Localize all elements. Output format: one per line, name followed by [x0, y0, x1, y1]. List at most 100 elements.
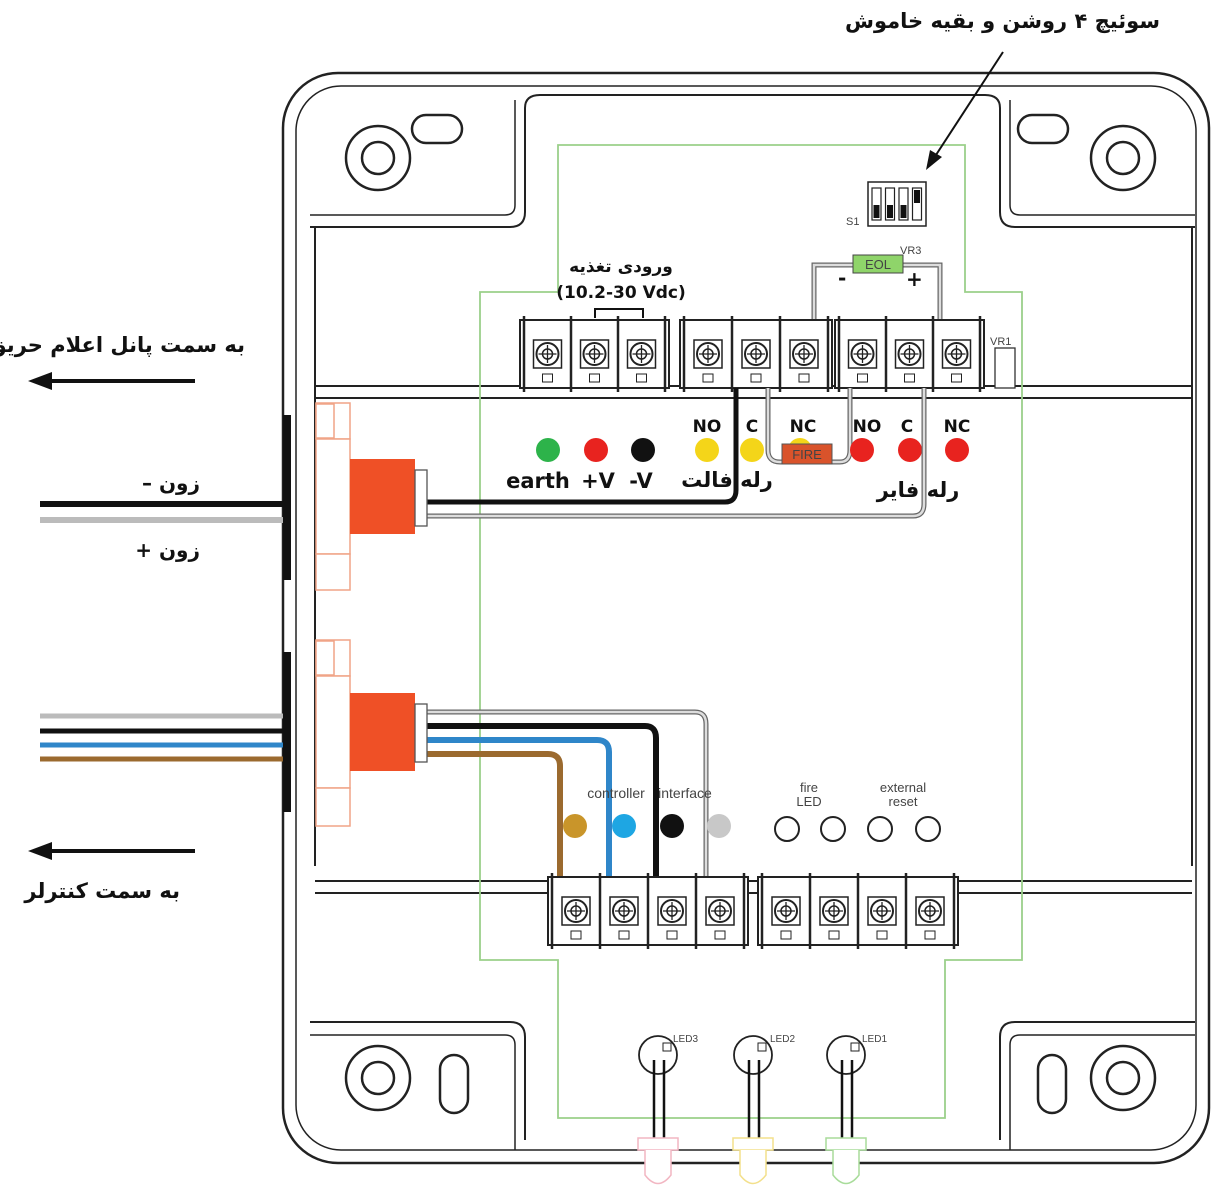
power-terminal-block	[519, 316, 670, 392]
hollow-dot-1	[774, 816, 800, 842]
vr1-label: VR1	[990, 336, 1011, 348]
power-input-title: ورودی تغذیه	[569, 257, 673, 277]
led3	[637, 1035, 679, 1185]
led2-lens	[739, 1150, 767, 1185]
led1-label: LED1	[862, 1034, 887, 1045]
screw-boss-bottom-right	[1089, 1044, 1157, 1112]
fire-relay-terminal-block	[834, 316, 985, 392]
to-controller-arrowhead	[28, 842, 52, 860]
controller-label: controller	[587, 785, 645, 801]
fire-led-label-1: fire	[800, 780, 818, 795]
led1-base	[825, 1137, 867, 1151]
eol-minus-label: -	[838, 266, 846, 290]
slot-bottom-right	[1036, 1053, 1068, 1115]
fire-resistor-label: FIRE	[792, 447, 822, 462]
dip-switch-4	[911, 187, 923, 221]
controller-connector	[350, 693, 415, 771]
fire-c-label: C	[901, 417, 913, 437]
fire-nc-label: NC	[944, 417, 971, 437]
fire-relay-label: رله فایر	[876, 478, 960, 502]
s1-label: S1	[846, 216, 859, 228]
enclosure-outer	[281, 71, 1211, 1165]
fault-relay-terminal-block	[679, 316, 833, 392]
enclosure-bottom-rim-inner	[310, 1034, 1195, 1150]
switch-note: سوئیچ ۴ روشن و بقیه خاموش	[845, 9, 1160, 33]
upper-led-dots	[536, 438, 969, 462]
led2-body	[733, 1035, 773, 1075]
controller-dot-2	[612, 814, 636, 838]
pcb-outline	[479, 144, 1023, 1119]
screw-hole-bottom-right	[1105, 1060, 1141, 1096]
led3-lens	[644, 1150, 672, 1185]
led2-base	[732, 1137, 774, 1151]
enclosure-side-walls	[314, 228, 1193, 866]
vr1-component	[994, 347, 1016, 389]
ctrl-black-wire	[425, 723, 659, 885]
dip-switch-s1: S1	[846, 181, 927, 228]
fault-relay-label: رله فالت	[681, 468, 773, 492]
controller-connector-assembly	[40, 639, 709, 885]
led3-base	[637, 1137, 679, 1151]
controller-terminal-block	[547, 873, 749, 949]
fault-no-dot	[695, 438, 719, 462]
enclosure-outer-inner	[295, 85, 1197, 1151]
led2	[732, 1035, 774, 1185]
slot-top-right	[1016, 113, 1070, 145]
status-leds	[637, 1035, 867, 1185]
switch-note-arrow	[926, 51, 1004, 170]
screw-hole-top-left	[360, 140, 396, 176]
eol-label: EOL	[865, 257, 891, 272]
external-reset-label-2: reset	[889, 794, 918, 809]
enclosure-top-rim	[310, 94, 1195, 228]
screw-boss-top-left	[344, 124, 412, 192]
enclosure-bottom-rim	[310, 1021, 1195, 1140]
screw-boss-top-right	[1089, 124, 1157, 192]
minus-v-dot	[631, 438, 655, 462]
top-terminal-blocks	[519, 316, 985, 392]
fault-c-label: C	[746, 417, 758, 437]
fire-c-dot	[898, 438, 922, 462]
fire-nc-dot	[945, 438, 969, 462]
left-labels: به سمت پانل اعلام حریق – زون + زون به سم…	[0, 333, 245, 903]
eol-plus-label: +	[906, 267, 923, 291]
to-fire-panel-label: به سمت پانل اعلام حریق	[0, 333, 245, 357]
screw-hole-top-right	[1105, 140, 1141, 176]
fire-resistor	[781, 443, 833, 465]
zone-connector	[350, 459, 415, 534]
fire-led-label-2: LED	[796, 794, 821, 809]
power-input-range: (10.2-30 Vdc)	[556, 283, 686, 303]
ctrl-blue-wire	[425, 737, 612, 885]
zone-black-wire	[425, 388, 739, 505]
enclosure	[281, 71, 1211, 1165]
interface-dot-2	[707, 814, 731, 838]
controller-gland-bar	[283, 652, 291, 812]
controller-dot-1	[563, 814, 587, 838]
interface-label: interface	[658, 785, 712, 801]
enclosure-top-rim-inner	[310, 100, 1195, 216]
zone-gland-bar	[283, 415, 291, 580]
zone-minus-label: – زون	[142, 471, 200, 495]
led3-body	[638, 1035, 678, 1075]
power-input-bracket	[594, 308, 644, 318]
to-controller-label: به سمت کنترلر	[23, 879, 180, 903]
slot-bottom-left	[438, 1053, 470, 1115]
dip-switch-knob-4	[914, 190, 920, 203]
screw-hole-bottom-left	[360, 1060, 396, 1096]
vr3-label: VR3	[900, 245, 921, 257]
pcb	[479, 144, 1023, 1119]
fire-no-dot	[850, 438, 874, 462]
eol-resistor: EOL - + VR3	[811, 245, 943, 325]
fault-no-label: NO	[693, 417, 722, 437]
earth-label: earth	[506, 469, 570, 493]
led1-body	[826, 1035, 866, 1075]
hollow-dot-4	[915, 816, 941, 842]
external-reset-label-1: external	[880, 780, 926, 795]
plus-v-dot	[584, 438, 608, 462]
dip-switch-knob-2	[887, 205, 893, 218]
dip-switch-1	[871, 187, 882, 221]
dip-switch-knob-3	[900, 205, 907, 218]
dip-switch-2	[884, 187, 896, 221]
zone-plus-label: + زون	[135, 538, 200, 562]
